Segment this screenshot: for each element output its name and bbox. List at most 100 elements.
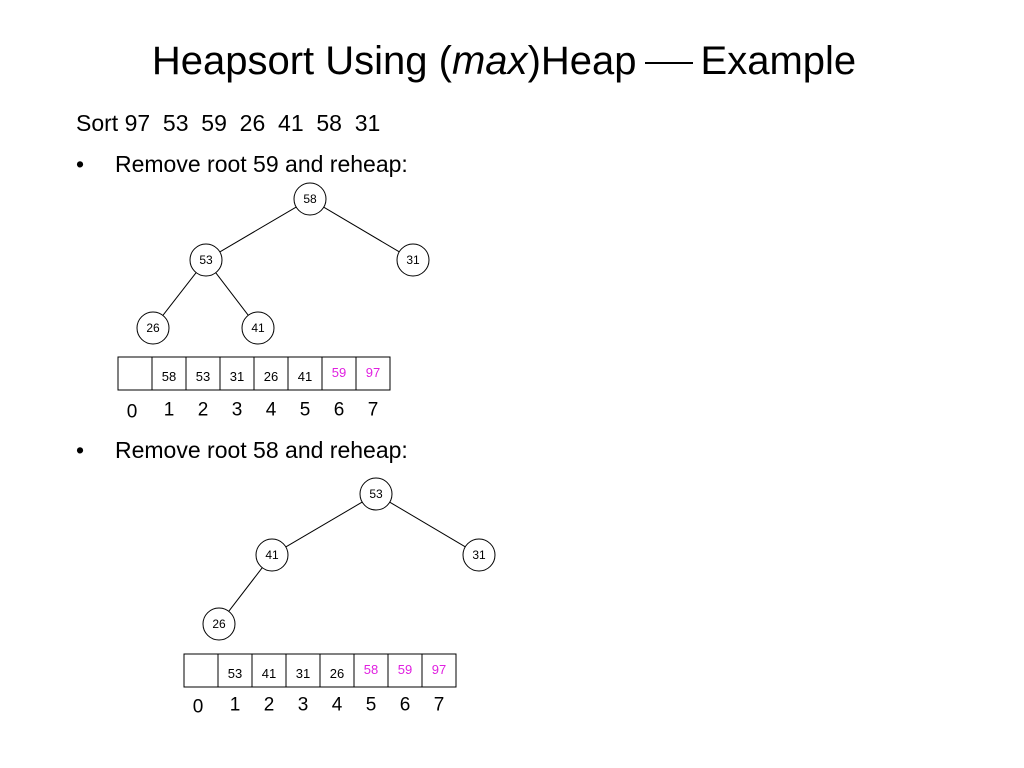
tree-node-value: 41 <box>251 321 265 335</box>
array-cell-box <box>185 356 221 391</box>
array-cell-box <box>183 653 219 688</box>
array-cell-box <box>285 653 321 688</box>
array-cell: 97 <box>421 653 457 688</box>
tree-node: 31 <box>462 538 496 572</box>
array-cell: 41 <box>287 356 323 391</box>
array-cell: 59 <box>321 356 357 391</box>
array-cell: 58 <box>353 653 389 688</box>
array-cell <box>183 653 219 688</box>
slide-title: Heapsort Using (max)Heap Example <box>0 36 1008 86</box>
tree-node-circle <box>241 311 275 345</box>
tree-node-value: 41 <box>265 548 279 562</box>
array-cell-value: 59 <box>398 662 412 677</box>
tree-node-value: 53 <box>369 487 383 501</box>
tree-node: 41 <box>241 311 275 345</box>
array-cell-box <box>251 653 287 688</box>
tree-node-value: 26 <box>212 617 226 631</box>
tree-node: 31 <box>396 243 430 277</box>
array-cell-value: 26 <box>330 666 344 681</box>
array-cell <box>117 356 153 391</box>
tree-node-circle <box>359 477 393 511</box>
tree-edge <box>285 501 363 548</box>
array-cell-value: 53 <box>228 666 242 681</box>
array-cell-box <box>387 653 423 688</box>
tree-node-circle <box>462 538 496 572</box>
tree-node: 26 <box>202 607 236 641</box>
tree-node-circle <box>189 243 223 277</box>
tree-edge <box>162 272 197 316</box>
tree-node: 26 <box>136 311 170 345</box>
array-index-label: 2 <box>198 400 209 421</box>
array-index-label: 0 <box>127 402 138 423</box>
tree-node-value: 31 <box>472 548 486 562</box>
title-prefix: Heapsort Using ( <box>151 39 452 83</box>
array-index-label: 0 <box>193 697 204 718</box>
array-cell-box <box>355 356 391 391</box>
tree-edge <box>389 501 466 548</box>
tree-node-circle <box>396 243 430 277</box>
array-cell: 59 <box>387 653 423 688</box>
array-cell-value: 41 <box>298 369 312 384</box>
array-cell-value: 58 <box>364 662 378 677</box>
tree-edge <box>219 206 297 253</box>
array-cell-box <box>117 356 153 391</box>
tree-node-value: 31 <box>406 253 420 267</box>
array-cell-value: 41 <box>262 666 276 681</box>
array-index-label: 3 <box>232 400 243 421</box>
array-cell: 58 <box>151 356 187 391</box>
title-suffix: )Heap <box>527 39 637 83</box>
array-cell-value: 26 <box>264 369 278 384</box>
tree-node: 58 <box>293 182 327 216</box>
tree-edge <box>323 206 400 253</box>
array-index-label: 4 <box>332 695 343 716</box>
array-cell-box <box>287 356 323 391</box>
array-cell: 31 <box>285 653 321 688</box>
tree-node-value: 58 <box>303 192 317 206</box>
title-italic: max <box>451 39 528 83</box>
tree-edge <box>215 272 249 316</box>
array-index-label: 1 <box>230 695 241 716</box>
array-cell: 26 <box>319 653 355 688</box>
tree-node-circle <box>293 182 327 216</box>
array-cell: 97 <box>355 356 391 391</box>
heap-diagram-1: 58 53 31 26 41 58 53 31 26 41 59 97 0 1 2 3 4 5 6 7 <box>117 182 430 423</box>
tree-node-value: 53 <box>199 253 213 267</box>
array-cell-value: 97 <box>366 365 380 380</box>
tree-node: 41 <box>255 538 289 572</box>
array-index-label: 5 <box>300 400 311 421</box>
array-index-label: 1 <box>164 400 175 421</box>
title-dash <box>644 62 693 65</box>
tree-node-circle <box>136 311 170 345</box>
array-cell-value: 31 <box>296 666 310 681</box>
array-index-label: 7 <box>368 400 379 421</box>
array-index-label: 4 <box>266 400 277 421</box>
bullet-text: Remove root 59 and reheap: <box>115 151 408 177</box>
bullet-glyph: • <box>76 151 85 177</box>
tree-edge <box>228 567 263 612</box>
array-cell-value: 53 <box>196 369 210 384</box>
array-cell-box <box>321 356 357 391</box>
array-cell-value: 31 <box>230 369 244 384</box>
array-index-label: 2 <box>264 695 275 716</box>
bullet-text: Remove root 58 and reheap: <box>115 437 408 463</box>
array-index-label: 3 <box>298 695 309 716</box>
bullet-glyph: • <box>76 437 85 463</box>
array-cell: 53 <box>217 653 253 688</box>
array-index-label: 7 <box>434 695 445 716</box>
array-index-label: 6 <box>334 400 345 421</box>
array-index-label: 6 <box>400 695 411 716</box>
tree-node-value: 26 <box>146 321 160 335</box>
tree-node-circle <box>255 538 289 572</box>
array-index-label: 5 <box>366 695 377 716</box>
tree-node-circle <box>202 607 236 641</box>
sort-sequence: Sort 97 53 59 26 41 58 31 <box>76 110 381 136</box>
heap-diagram-2: 53 41 31 26 53 41 31 26 58 59 97 0 1 2 3 4 5 6 7 <box>183 477 496 718</box>
array-cell: 26 <box>253 356 289 391</box>
tree-node: 53 <box>189 243 223 277</box>
tree-node: 53 <box>359 477 393 511</box>
array-cell: 41 <box>251 653 287 688</box>
array-cell-box <box>421 653 457 688</box>
array-cell-value: 97 <box>432 662 446 677</box>
title-after: Example <box>700 39 857 83</box>
